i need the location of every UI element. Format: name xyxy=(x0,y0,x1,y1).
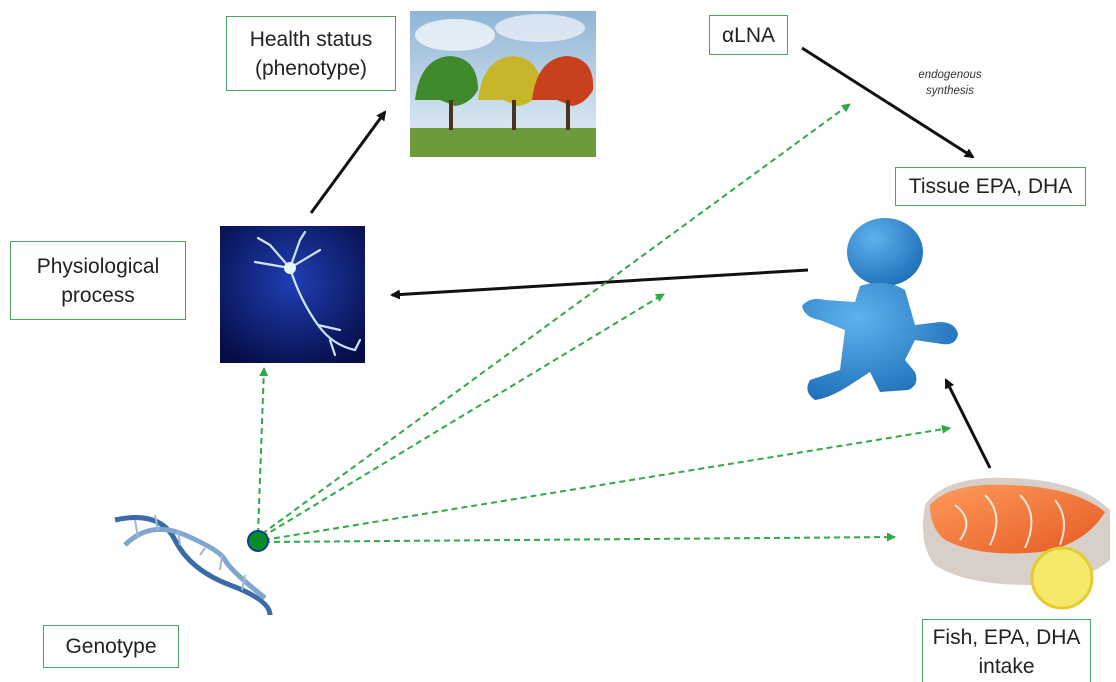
fish-epa-dha-intake-label: Fish, EPA, DHA intake xyxy=(922,619,1091,682)
person-figure xyxy=(802,218,958,400)
arrow-person-to-physio xyxy=(390,268,809,300)
health-trees-image xyxy=(410,11,596,157)
dashed-arrow-to-physio xyxy=(257,367,269,535)
dashed-arrow-to-absorption xyxy=(263,424,951,541)
genotype-label: Genotype xyxy=(43,625,179,668)
tissue-epa-dha-label: Tissue EPA, DHA xyxy=(895,167,1086,206)
arrow-alna-to-tissue xyxy=(801,46,975,159)
neuron-image xyxy=(220,226,365,363)
dashed-arrow-to-transport xyxy=(261,293,665,538)
dna-image xyxy=(114,514,273,616)
dashed-arrow-to-alna-synthesis xyxy=(261,103,851,535)
fish-salmon-image xyxy=(922,477,1110,610)
arrow-physio-to-health xyxy=(309,110,387,214)
health-status-label: Health status (phenotype) xyxy=(226,16,396,91)
genotype-node xyxy=(247,530,269,552)
arrow-fish-to-person xyxy=(944,378,992,469)
endogenous-synthesis-note: endogenous synthesis xyxy=(918,69,982,97)
alna-label: αLNA xyxy=(709,15,788,55)
dashed-arrow-to-intake xyxy=(263,532,896,543)
physiological-process-label: Physiological process xyxy=(10,241,186,320)
